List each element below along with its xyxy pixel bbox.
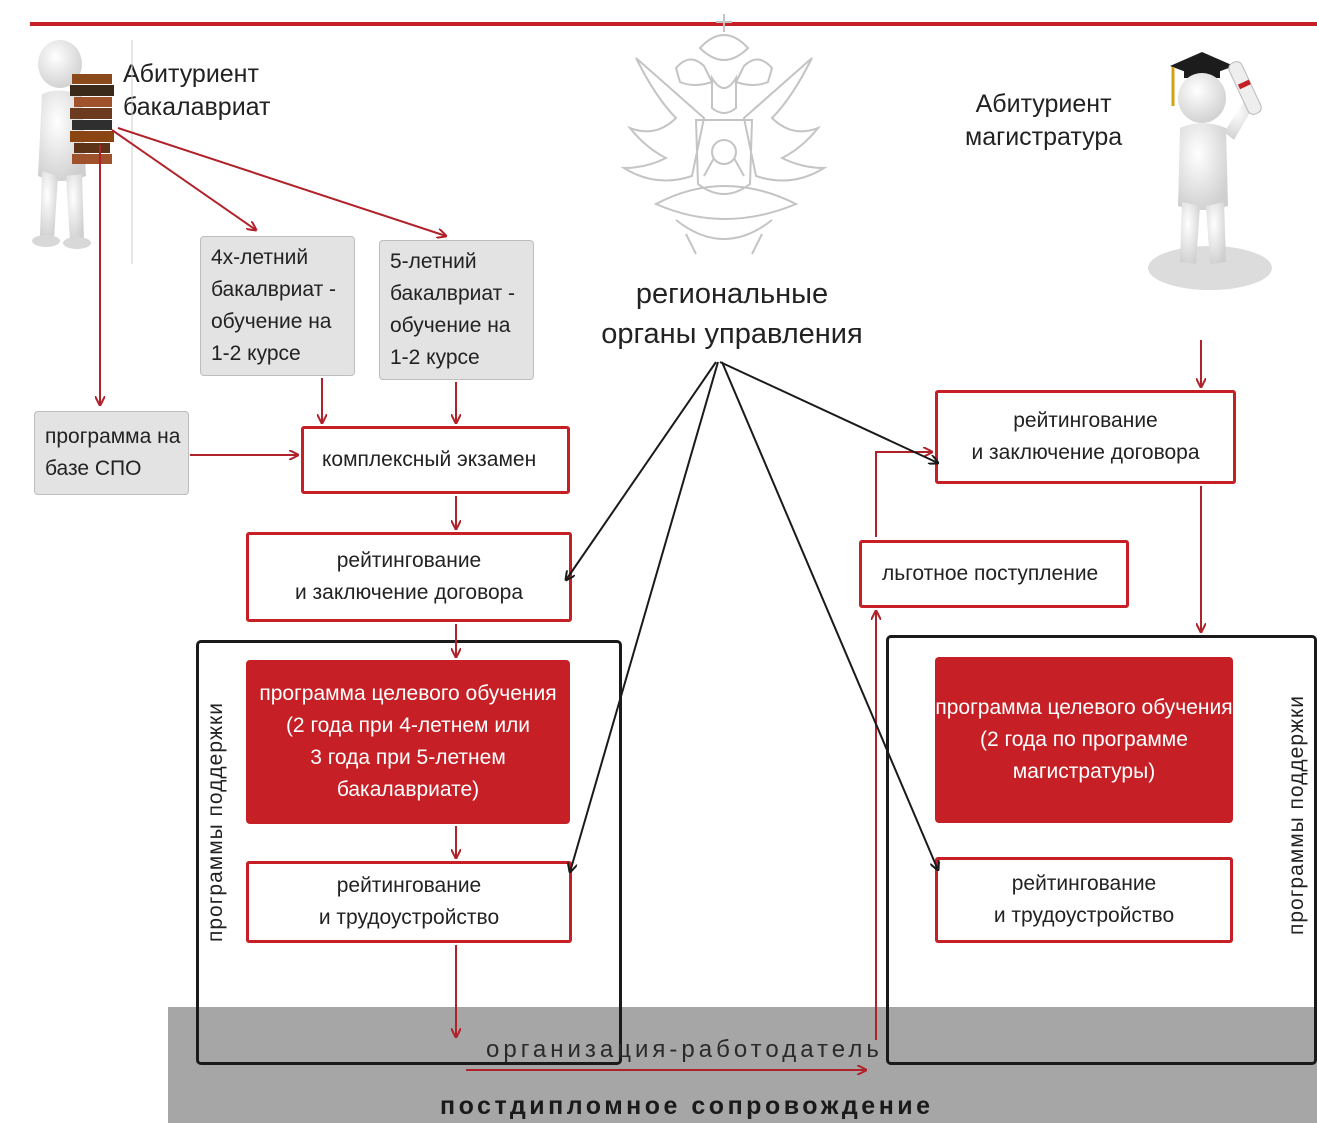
- coat-of-arms-icon: [620, 14, 828, 255]
- postgraduate-band: [168, 1007, 1317, 1123]
- bachelor-applicant-label: Абитуриент бакалавриат: [123, 60, 271, 121]
- arrow-authority-to-rating-employment-right: [721, 361, 938, 870]
- rating-employment-left-box: рейтингование и трудоустройство: [246, 861, 572, 943]
- regional-authority-label: региональные органы управления: [601, 278, 863, 350]
- arrow-applicant-to-5yr: [117, 127, 446, 236]
- postgraduate-label: постдипломное сопровождение: [440, 1092, 934, 1120]
- top-rule: [30, 22, 1317, 26]
- arrow-authority-to-rating-contract-left: [566, 361, 717, 580]
- privileged-admission-box: льготное поступление: [859, 540, 1129, 608]
- arrow-authority-to-rating-employment-left: [570, 361, 719, 872]
- support-frame-right: [886, 635, 1317, 1065]
- arrow-applicant-to-4yr: [111, 129, 256, 230]
- rating-contract-right-box: рейтингование и заключение договора: [935, 390, 1236, 484]
- rating-employment-right-box: рейтингование и трудоустройство: [935, 857, 1233, 943]
- rating-contract-left-box: рейтингование и заключение договора: [246, 532, 572, 622]
- arrow-authority-to-rating-contract-right: [719, 361, 938, 463]
- master-applicant-label: Абитуриент магистратура: [965, 90, 1123, 151]
- student-with-books-icon: [32, 40, 114, 249]
- bachelor-5yr-box: 5-летний бакалвриат - обучение на 1-2 ку…: [379, 240, 534, 380]
- bachelor-4yr-box: 4х-летний бакалвриат - обучение на 1-2 к…: [200, 236, 355, 376]
- target-program-right-box: программа целевого обучения (2 года по п…: [935, 657, 1233, 823]
- support-frame-left: [196, 640, 622, 1065]
- employer-label: организация-работодатель: [486, 1036, 883, 1063]
- target-program-left-box: программа целевого обучения (2 года при …: [246, 660, 570, 824]
- graduate-with-diploma-icon: [1148, 52, 1272, 290]
- complex-exam-box: комплексный экзамен: [301, 426, 570, 494]
- spo-program-box: программа на базе СПО: [34, 411, 189, 495]
